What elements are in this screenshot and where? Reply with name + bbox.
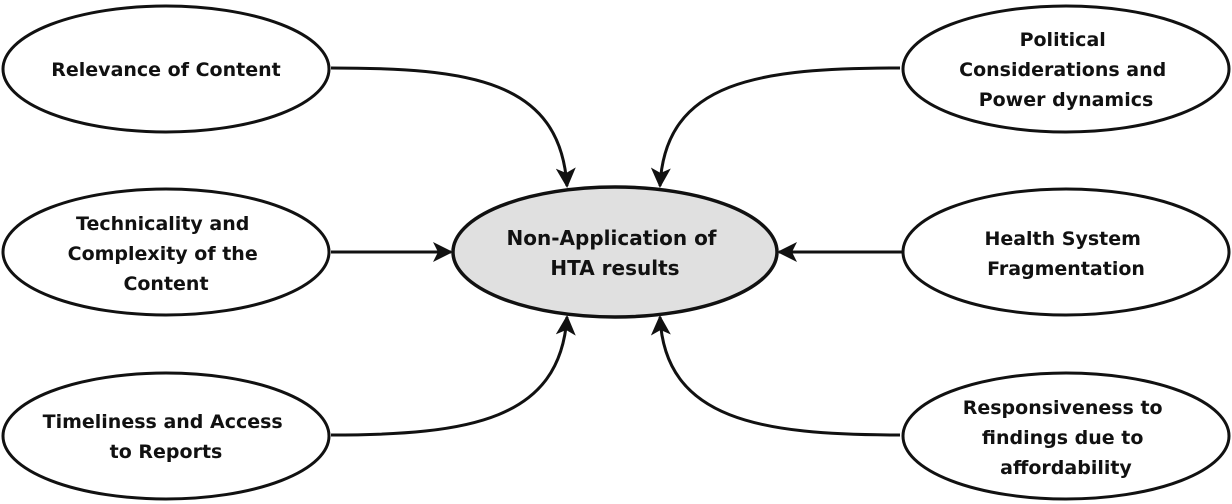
factor-label-line: Political bbox=[1020, 29, 1106, 51]
center-label-line: HTA results bbox=[550, 256, 679, 280]
factor-label-line: Timeliness and Access bbox=[43, 411, 283, 433]
arrow-relevance-to-center bbox=[330, 66, 576, 188]
factor-label-line: Content bbox=[123, 273, 208, 295]
arrow-responsiveness-to-center bbox=[650, 315, 901, 437]
factor-label-line: Relevance of Content bbox=[51, 59, 280, 81]
factor-label-line: Technicality and bbox=[76, 213, 249, 235]
center-label-line: Non-Application of bbox=[507, 226, 717, 250]
arrow-political-to-center bbox=[650, 66, 901, 188]
svg-text:Non-Application of HTA r: Non-Application of HTA results bbox=[507, 226, 724, 280]
svg-text:Political Considerations: Political Considerations and Power dynam… bbox=[959, 29, 1173, 111]
factor-node-political: Political Considerations and Power dynam… bbox=[901, 4, 1231, 134]
svg-text:Relevance of Content: Relevance of Content bbox=[51, 59, 280, 81]
factor-node-responsiveness: Responsiveness to findings due to afford… bbox=[901, 371, 1231, 501]
factor-label-line: Fragmentation bbox=[987, 258, 1145, 280]
arrow-timeliness-to-center bbox=[330, 315, 576, 437]
factor-node-relevance: Relevance of Content bbox=[1, 4, 331, 134]
factor-node-fragmentation: Health System Fragmentation bbox=[901, 187, 1231, 317]
factor-label-line: to Reports bbox=[110, 441, 223, 463]
factor-node-technicality: Technicality and Complexity of the Conte… bbox=[1, 187, 331, 317]
svg-text:Timeliness and Access to: Timeliness and Access to Reports bbox=[43, 411, 290, 463]
factor-label-line: Complexity of the bbox=[68, 243, 258, 265]
svg-text:Health System Fragmentat: Health System Fragmentation bbox=[984, 228, 1147, 280]
factor-label-line: Considerations and bbox=[959, 59, 1166, 81]
factor-label-line: Responsiveness to bbox=[963, 397, 1163, 419]
factor-label-line: affordability bbox=[1000, 457, 1132, 479]
svg-text:Responsiveness to findin: Responsiveness to findings due to afford… bbox=[963, 397, 1170, 479]
center-node: Non-Application of HTA results bbox=[451, 185, 779, 319]
factor-label-line: Power dynamics bbox=[979, 89, 1154, 111]
factor-node-timeliness: Timeliness and Access to Reports bbox=[1, 371, 331, 501]
factor-label-line: findings due to bbox=[982, 427, 1144, 449]
svg-text:Technicality and Complex: Technicality and Complexity of the Conte… bbox=[68, 213, 265, 295]
factor-label-line: Health System bbox=[984, 228, 1141, 250]
